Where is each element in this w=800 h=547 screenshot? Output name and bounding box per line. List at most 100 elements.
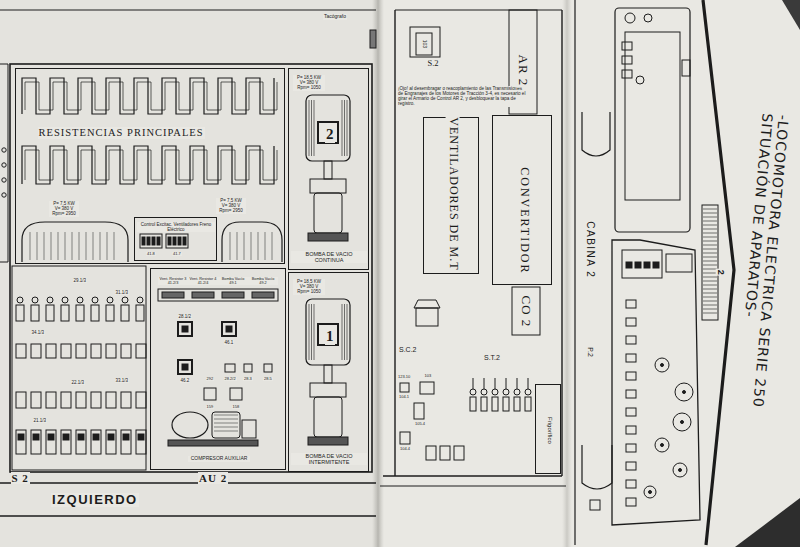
hatch-line xyxy=(214,419,238,420)
contactor-symbol xyxy=(222,322,236,336)
contactor-symbol xyxy=(46,392,56,408)
contactor-symbol xyxy=(106,344,116,358)
component-outline xyxy=(414,403,424,419)
callout-number: Vent. Resistor 3 41.2/3 xyxy=(158,277,188,286)
grille-line xyxy=(703,277,717,278)
callout-number: Bomba Vacío 49.2 xyxy=(248,277,278,286)
callout-number: 41.8 xyxy=(146,252,156,257)
contact-mark xyxy=(182,364,188,370)
callout-number: 28.3 xyxy=(243,377,253,382)
relay-strip xyxy=(158,289,278,301)
dial-symbol xyxy=(673,413,691,431)
console-outline xyxy=(615,8,690,232)
grille-line xyxy=(703,237,717,238)
switch-symbol xyxy=(626,480,636,488)
contactor-symbol xyxy=(31,344,41,358)
callout-number: S.2 xyxy=(427,59,440,69)
pin-symbol xyxy=(370,30,376,48)
contactor-symbol xyxy=(31,392,41,408)
callout-number: Tacógrafo xyxy=(323,14,347,20)
motor-spec: P= 7,5 KW V= 380 V Rpm= 2950 xyxy=(216,198,246,214)
box-title: VENTILADORES DE M.T xyxy=(445,116,459,271)
fridge-box: Frigorífico xyxy=(535,384,561,474)
indicator-lamp xyxy=(635,262,641,268)
motor-fin xyxy=(342,100,343,156)
motor-fin xyxy=(347,100,348,156)
callout-number: ¡Ojo! al desembragar o reacoplamiento de… xyxy=(397,86,527,107)
contactor-symbol xyxy=(61,392,71,408)
contactor-symbol xyxy=(76,344,86,358)
resistor-symbol xyxy=(25,150,277,180)
component-outline xyxy=(264,364,272,372)
panel-outline xyxy=(666,254,692,272)
component-outline xyxy=(420,382,434,394)
box-title: Control Excitac. Ventiladores Freno Eléc… xyxy=(137,222,215,232)
device-outline xyxy=(410,27,440,57)
switch-symbol xyxy=(525,389,531,395)
pump-base xyxy=(308,233,348,241)
section-label: AR 2 xyxy=(515,53,530,87)
hatch-line xyxy=(251,232,252,260)
frame-line xyxy=(0,64,8,262)
dial-symbol xyxy=(661,444,664,447)
switch-symbol xyxy=(481,397,487,411)
motor-fin xyxy=(344,304,345,360)
seat-symbol xyxy=(582,112,610,156)
relay-symbol xyxy=(192,292,214,298)
dial-symbol xyxy=(649,491,652,494)
callout-number: 41.7 xyxy=(172,252,182,257)
switch-symbol xyxy=(626,354,636,362)
paper-panel xyxy=(0,0,376,547)
relay-contact xyxy=(147,237,150,245)
contact-mark xyxy=(226,326,232,332)
switch-symbol xyxy=(626,498,636,506)
relay-contact xyxy=(157,237,160,245)
box-title: CONVERTIDOR xyxy=(516,166,530,275)
grille-line xyxy=(703,289,717,290)
device-outline xyxy=(416,308,438,326)
relay-symbol xyxy=(222,292,244,298)
dial-symbol xyxy=(625,13,635,23)
relay-contact xyxy=(152,237,155,245)
switch-symbol xyxy=(470,397,476,411)
switch-line xyxy=(517,378,518,389)
desk-outline xyxy=(612,240,700,525)
callout-number: Bomba Vacío 49.1 xyxy=(218,277,248,286)
switch-symbol xyxy=(626,336,636,344)
callout-number: 123.10 xyxy=(397,375,411,380)
switch-symbol xyxy=(626,462,636,470)
fuse-symbol xyxy=(61,305,69,321)
callout-number: 105.4 xyxy=(414,422,426,427)
indicator-lamp xyxy=(653,262,659,268)
contact-mark xyxy=(93,434,99,440)
callout-number: S.T.2 xyxy=(483,354,501,362)
switch-symbol xyxy=(503,389,509,395)
switch-symbol xyxy=(622,42,632,50)
contactor-symbol xyxy=(178,360,192,374)
switch-symbol xyxy=(470,389,476,395)
fuse-symbol xyxy=(91,305,99,321)
callout-number: 28.1/2 xyxy=(178,314,193,319)
box-title: BOMBA DE VACIO INTERMITENTE xyxy=(291,453,367,466)
section-label: S 2 xyxy=(11,472,30,485)
contactor-symbol xyxy=(136,430,146,454)
cab-nose xyxy=(703,0,734,545)
switch-symbol xyxy=(525,397,531,411)
grille-line xyxy=(703,281,717,282)
grille-line xyxy=(703,305,717,306)
contactor-symbol xyxy=(136,344,146,358)
switch-symbol xyxy=(626,426,636,434)
frame-line xyxy=(380,486,566,487)
fuse-symbol xyxy=(92,297,98,303)
motor-spec: P= 18,5 KW V= 380 V Rpm= 1050 xyxy=(293,279,325,295)
shaft-symbol xyxy=(324,161,332,179)
table-corner xyxy=(735,498,800,547)
switch-symbol xyxy=(481,389,487,395)
component-outline xyxy=(230,388,242,400)
callout-number: 103 xyxy=(424,374,433,379)
fuse-symbol xyxy=(121,305,129,321)
callout-number: S.C.2 xyxy=(398,346,418,354)
callout-number: 21.1/3 xyxy=(33,418,48,423)
hatch-line xyxy=(37,232,38,260)
switch-symbol xyxy=(626,390,636,398)
